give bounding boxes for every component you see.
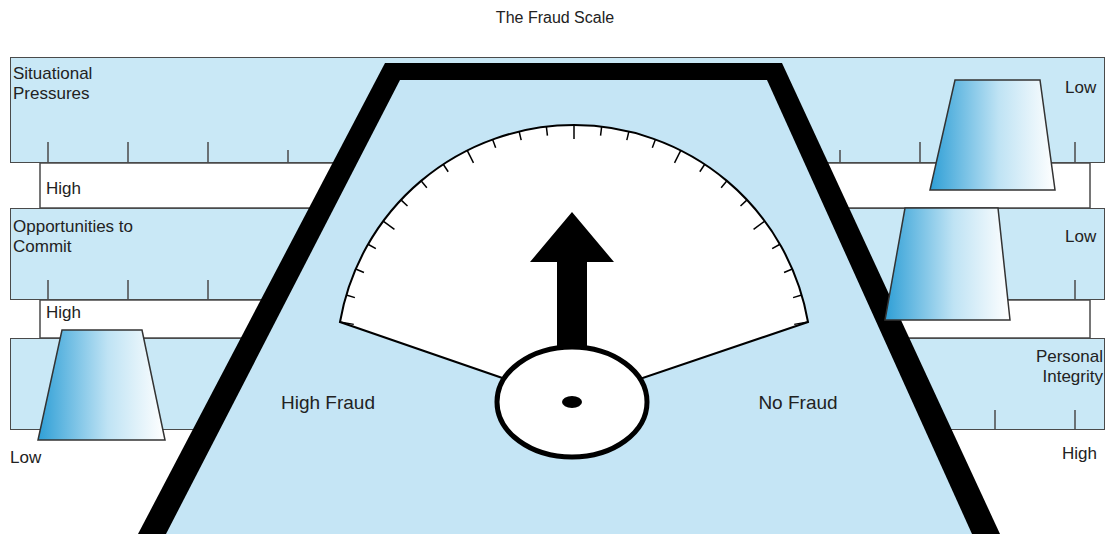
band-label: Personal Integrity [1021,347,1103,387]
factor-band: Personal Integrity [10,338,1105,430]
band-label: Low [1065,78,1101,98]
diagram-title: The Fraud Scale [355,8,755,28]
band-label: Situational Pressures [13,64,133,104]
band-label: Opportunities to Commit [13,217,163,257]
band-label: Low [1065,227,1101,247]
